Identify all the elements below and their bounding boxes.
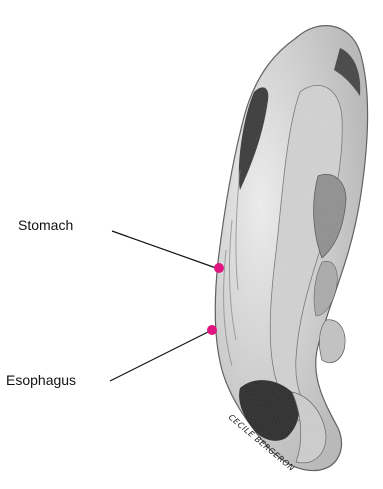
- esophagus-leader-line: [110, 331, 210, 381]
- ear-texture: [215, 26, 367, 471]
- stomach-leader-line: [112, 231, 216, 268]
- ear-drawing: [215, 26, 367, 471]
- stomach-point: [214, 263, 224, 273]
- stomach-label: Stomach: [18, 218, 73, 232]
- esophagus-point: [207, 325, 217, 335]
- esophagus-label: Esophagus: [6, 373, 76, 387]
